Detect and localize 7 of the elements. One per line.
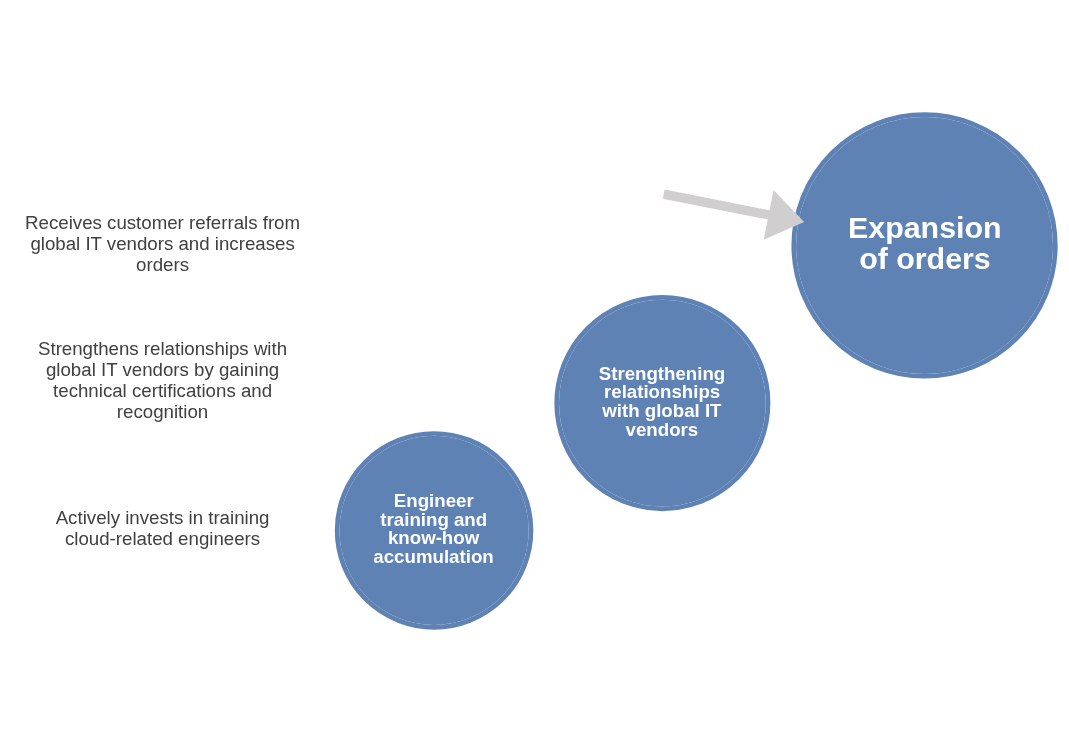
label: Actively invests in training cloud-related engineers bbox=[55, 506, 270, 549]
node-circle: Expansion of orders bbox=[791, 111, 1058, 379]
node-circle: Strengthening relationships with global IT vendors bbox=[554, 294, 771, 511]
arrow bbox=[662, 189, 805, 240]
node-circle: Engineer training and know-how accumulation bbox=[334, 430, 534, 630]
label: Strengthens relationships with global IT vendors by gaining technical certifications and recognition bbox=[38, 337, 288, 422]
label: Receives customer referrals from global IT vendors and increases orders bbox=[25, 211, 301, 275]
